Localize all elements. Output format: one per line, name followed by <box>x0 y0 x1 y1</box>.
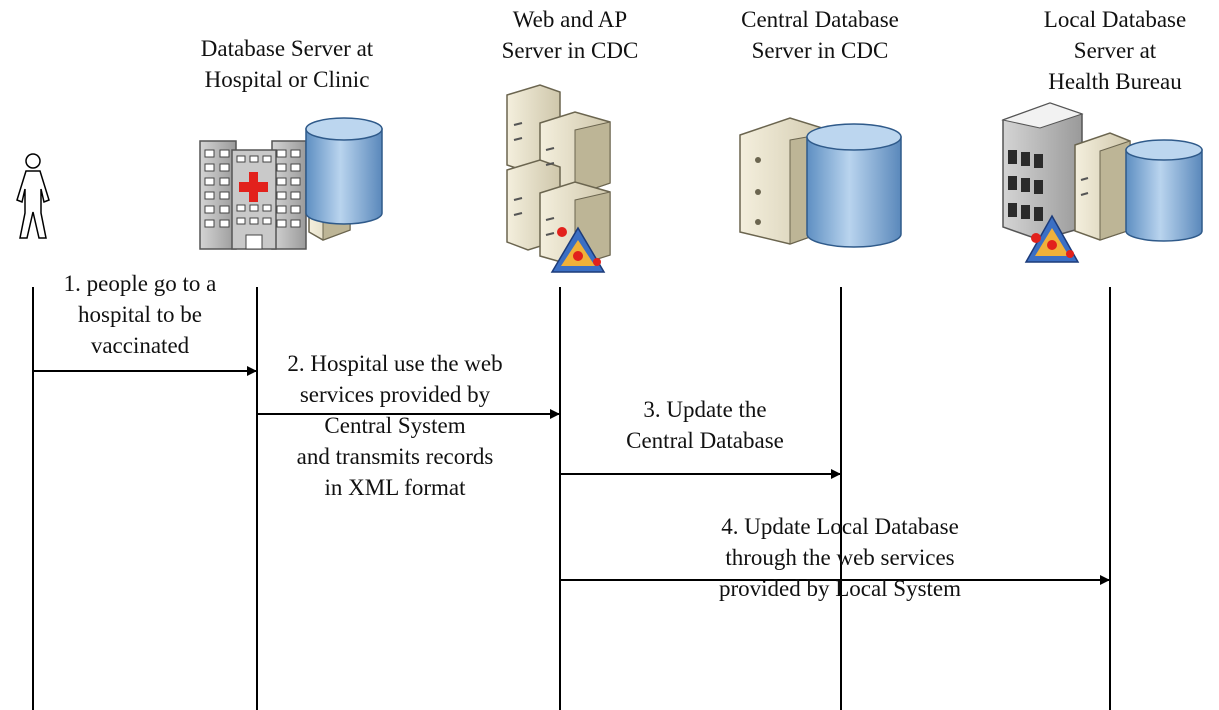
message-label-4: 4. Update Local Database through the web… <box>718 514 962 601</box>
central-title: Central Database Server in CDC <box>741 7 899 63</box>
webap-title: Web and AP Server in CDC <box>501 7 639 63</box>
web-service-icon <box>550 226 606 273</box>
local-server-icon <box>1074 132 1131 241</box>
hospital-database-icon <box>305 117 383 225</box>
local-title: Local Database Server at Health Bureau <box>1043 7 1187 94</box>
central-database-icon <box>806 123 902 248</box>
person-icon <box>16 153 50 239</box>
message-label-2: 2. Hospital use the web services provide… <box>287 351 503 500</box>
local-web-service-icon <box>1024 214 1080 263</box>
local-database-icon <box>1125 139 1203 242</box>
message-label-3: 3. Update the Central Database <box>626 397 784 453</box>
hospital-building-icon <box>199 140 307 250</box>
office-building-icon <box>1001 102 1084 241</box>
hospital-title: Database Server at Hospital or Clinic <box>200 36 374 92</box>
message-label-1: 1. people go to a hospital to be vaccina… <box>63 271 217 358</box>
red-cross-icon <box>239 172 268 202</box>
server-cluster-icon <box>506 84 611 267</box>
